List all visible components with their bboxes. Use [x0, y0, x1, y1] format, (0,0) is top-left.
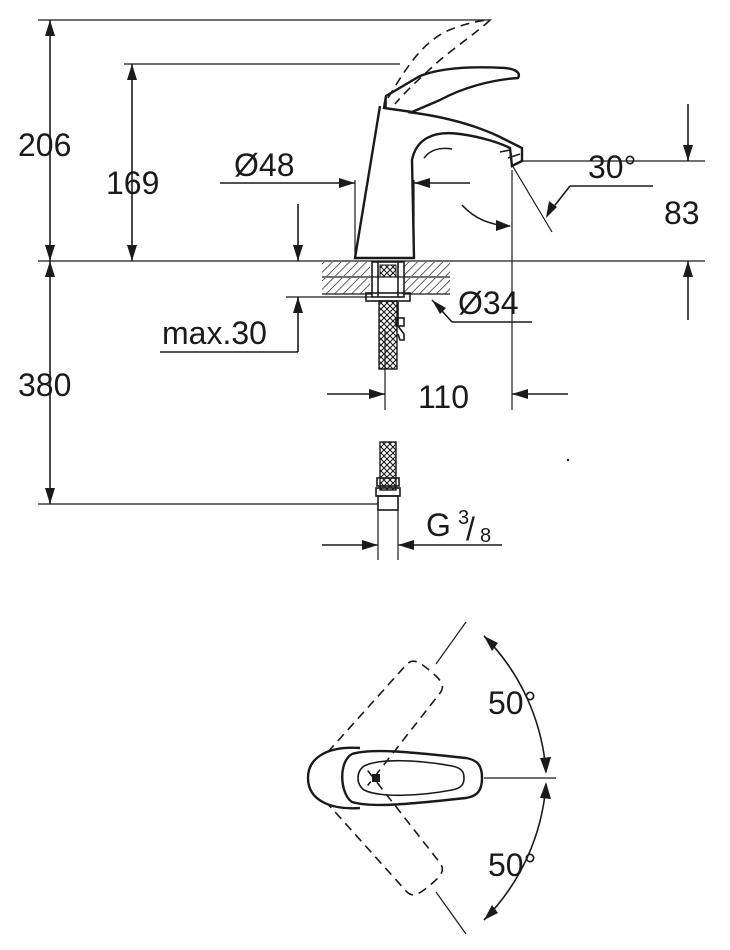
label-base-diameter: Ø48: [234, 147, 294, 183]
label-spout-angle: 30°: [588, 149, 636, 185]
label-thread-denominator: 8: [480, 525, 491, 547]
label-spout-height: 169: [106, 165, 159, 201]
dimension-206: [45, 20, 55, 261]
label-total-height: 206: [18, 127, 71, 163]
dimension-169: [127, 64, 137, 261]
label-thread: G: [426, 507, 451, 543]
label-rotation-upper: 50°: [488, 685, 536, 721]
label-spout-clearance: 83: [664, 195, 700, 231]
faucet-side-view: [353, 19, 524, 260]
label-hose-length: 380: [18, 367, 71, 403]
label-rotation-lower: 50°: [488, 847, 536, 883]
dimension-83: [683, 104, 693, 320]
dimension-diameter-34: [431, 299, 532, 323]
faucet-top-view: [306, 621, 556, 935]
dimension-diameter-48: [220, 178, 470, 188]
label-thread-slash: /: [466, 511, 475, 547]
label-hole-diameter: Ø34: [458, 285, 518, 321]
dimension-spout-angle: [461, 164, 653, 233]
label-spout-reach: 110: [418, 379, 469, 415]
mounting-section: [322, 261, 450, 370]
hose-end: [375, 441, 401, 511]
dimension-thread: [322, 540, 502, 550]
dimension-380: [45, 261, 55, 504]
label-max-thickness: max.30: [162, 315, 267, 351]
dimension-110: [327, 389, 568, 399]
reference-lines: [38, 19, 705, 560]
dimension-max-30: [160, 204, 372, 353]
label-thread-numerator: 3: [458, 507, 469, 529]
